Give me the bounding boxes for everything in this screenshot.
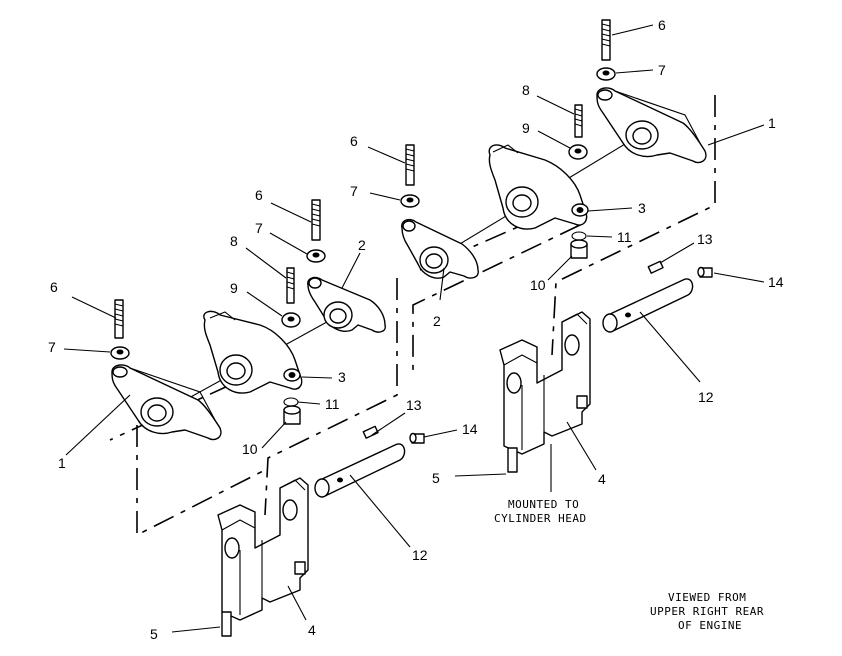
- rocker-arm-2-left: [307, 276, 386, 333]
- dowel-5-right: [507, 447, 518, 473]
- adjusting-screw-8-right: [574, 104, 583, 138]
- rocker-arm-1-left: [111, 364, 222, 441]
- callout-7: 7: [350, 183, 358, 199]
- callout-3: 3: [638, 200, 646, 216]
- callout-13: 13: [406, 397, 422, 413]
- viewed-note-line2: UPPER RIGHT REAR: [650, 605, 764, 618]
- callout-6: 6: [255, 187, 263, 203]
- callout-6: 6: [50, 279, 58, 295]
- plug-14-left: [409, 432, 425, 444]
- nut-7-right-b: [596, 67, 616, 81]
- callout-6: 6: [658, 17, 666, 33]
- callout-1: 1: [768, 115, 776, 131]
- callout-8: 8: [522, 82, 530, 98]
- notes: MOUNTED TO CYLINDER HEAD VIEWED FROM UPP…: [494, 498, 764, 632]
- callout-12: 12: [698, 389, 714, 405]
- callout-3: 3: [338, 369, 346, 385]
- callout-labels: 6 7 1 6 7 8 9 2 3 11 10 13 14 12 4 5 6 7…: [48, 17, 784, 642]
- callout-10: 10: [242, 441, 258, 457]
- callout-7: 7: [658, 62, 666, 78]
- callout-4: 4: [598, 471, 606, 487]
- callout-5: 5: [432, 470, 440, 486]
- stud-6-right-a: [405, 144, 415, 186]
- nut-7-left-b: [306, 249, 326, 263]
- adjusting-screw-8-left: [286, 267, 295, 304]
- o-ring-11-left: [283, 397, 299, 407]
- pin-13-left: [362, 425, 379, 439]
- assembly-dash-lines: [109, 95, 716, 537]
- rocker-pedestal-4-right: [499, 311, 591, 455]
- stud-6-left-a: [114, 299, 124, 339]
- nut-7-right-a: [400, 194, 420, 208]
- rocker-arm-2-right: [401, 218, 479, 279]
- viewed-note-line3: OF ENGINE: [678, 619, 742, 632]
- stud-6-left-b: [311, 199, 321, 241]
- callout-4: 4: [308, 622, 316, 638]
- bushing-10-left: [283, 405, 301, 425]
- mounted-note-line1: MOUNTED TO: [508, 498, 579, 511]
- callout-7: 7: [255, 220, 263, 236]
- stud-6-right-b: [601, 19, 611, 61]
- leader-lines: [63, 24, 765, 633]
- viewed-note-line1: VIEWED FROM: [668, 591, 746, 604]
- locknut-9-right: [568, 144, 588, 160]
- callout-5: 5: [150, 626, 158, 642]
- callout-2: 2: [358, 237, 366, 253]
- callout-9: 9: [522, 120, 530, 136]
- rocker-arm-3-right: [488, 144, 589, 230]
- dowel-5-left: [221, 611, 232, 637]
- callout-11: 11: [617, 229, 632, 245]
- callout-11: 11: [325, 396, 340, 412]
- callout-1: 1: [58, 455, 66, 471]
- o-ring-11-right: [571, 231, 587, 241]
- rocker-arm-1-right: [596, 87, 707, 164]
- plug-14-right: [697, 266, 713, 278]
- callout-2: 2: [433, 313, 441, 329]
- rocker-arm-3-left: [203, 310, 303, 394]
- rocker-pedestal-4-left: [217, 477, 309, 621]
- callout-10: 10: [530, 277, 546, 293]
- callout-9: 9: [230, 280, 238, 296]
- callout-6: 6: [350, 133, 358, 149]
- bushing-10-right: [570, 239, 588, 259]
- rocker-shaft-12-left: [314, 443, 406, 498]
- locknut-9-left: [281, 312, 301, 328]
- pin-13-right: [647, 260, 664, 274]
- mounted-note-line2: CYLINDER HEAD: [494, 512, 587, 525]
- nut-7-left-a: [110, 346, 130, 360]
- callout-7: 7: [48, 339, 56, 355]
- callout-12: 12: [412, 547, 428, 563]
- callout-14: 14: [768, 274, 784, 290]
- callout-14: 14: [462, 421, 478, 437]
- callout-8: 8: [230, 233, 238, 249]
- callout-13: 13: [697, 231, 713, 247]
- rocker-shaft-12-right: [602, 278, 694, 333]
